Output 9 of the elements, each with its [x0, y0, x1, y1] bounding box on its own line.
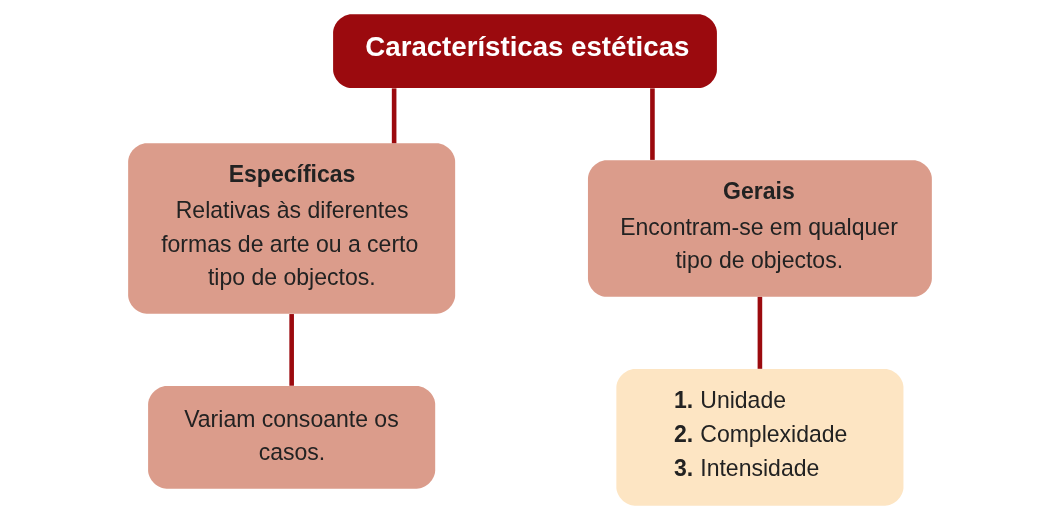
connector — [649, 88, 655, 160]
node-box: Gerais Encontram-se em qualquer tipo de objectos. — [587, 160, 932, 297]
connector — [757, 296, 762, 369]
connector — [288, 314, 294, 386]
node-box: Características estéticas — [332, 14, 717, 89]
connector — [391, 88, 396, 144]
node-box: 1. Unidade 2. Complexidade 3. Intensidade — [615, 369, 903, 506]
node-box: Variam consoante os casos. — [147, 385, 435, 489]
node-box: Específicas Relativas às diferentes formas de arte ou a certo tipo de objectos. — [127, 143, 455, 314]
